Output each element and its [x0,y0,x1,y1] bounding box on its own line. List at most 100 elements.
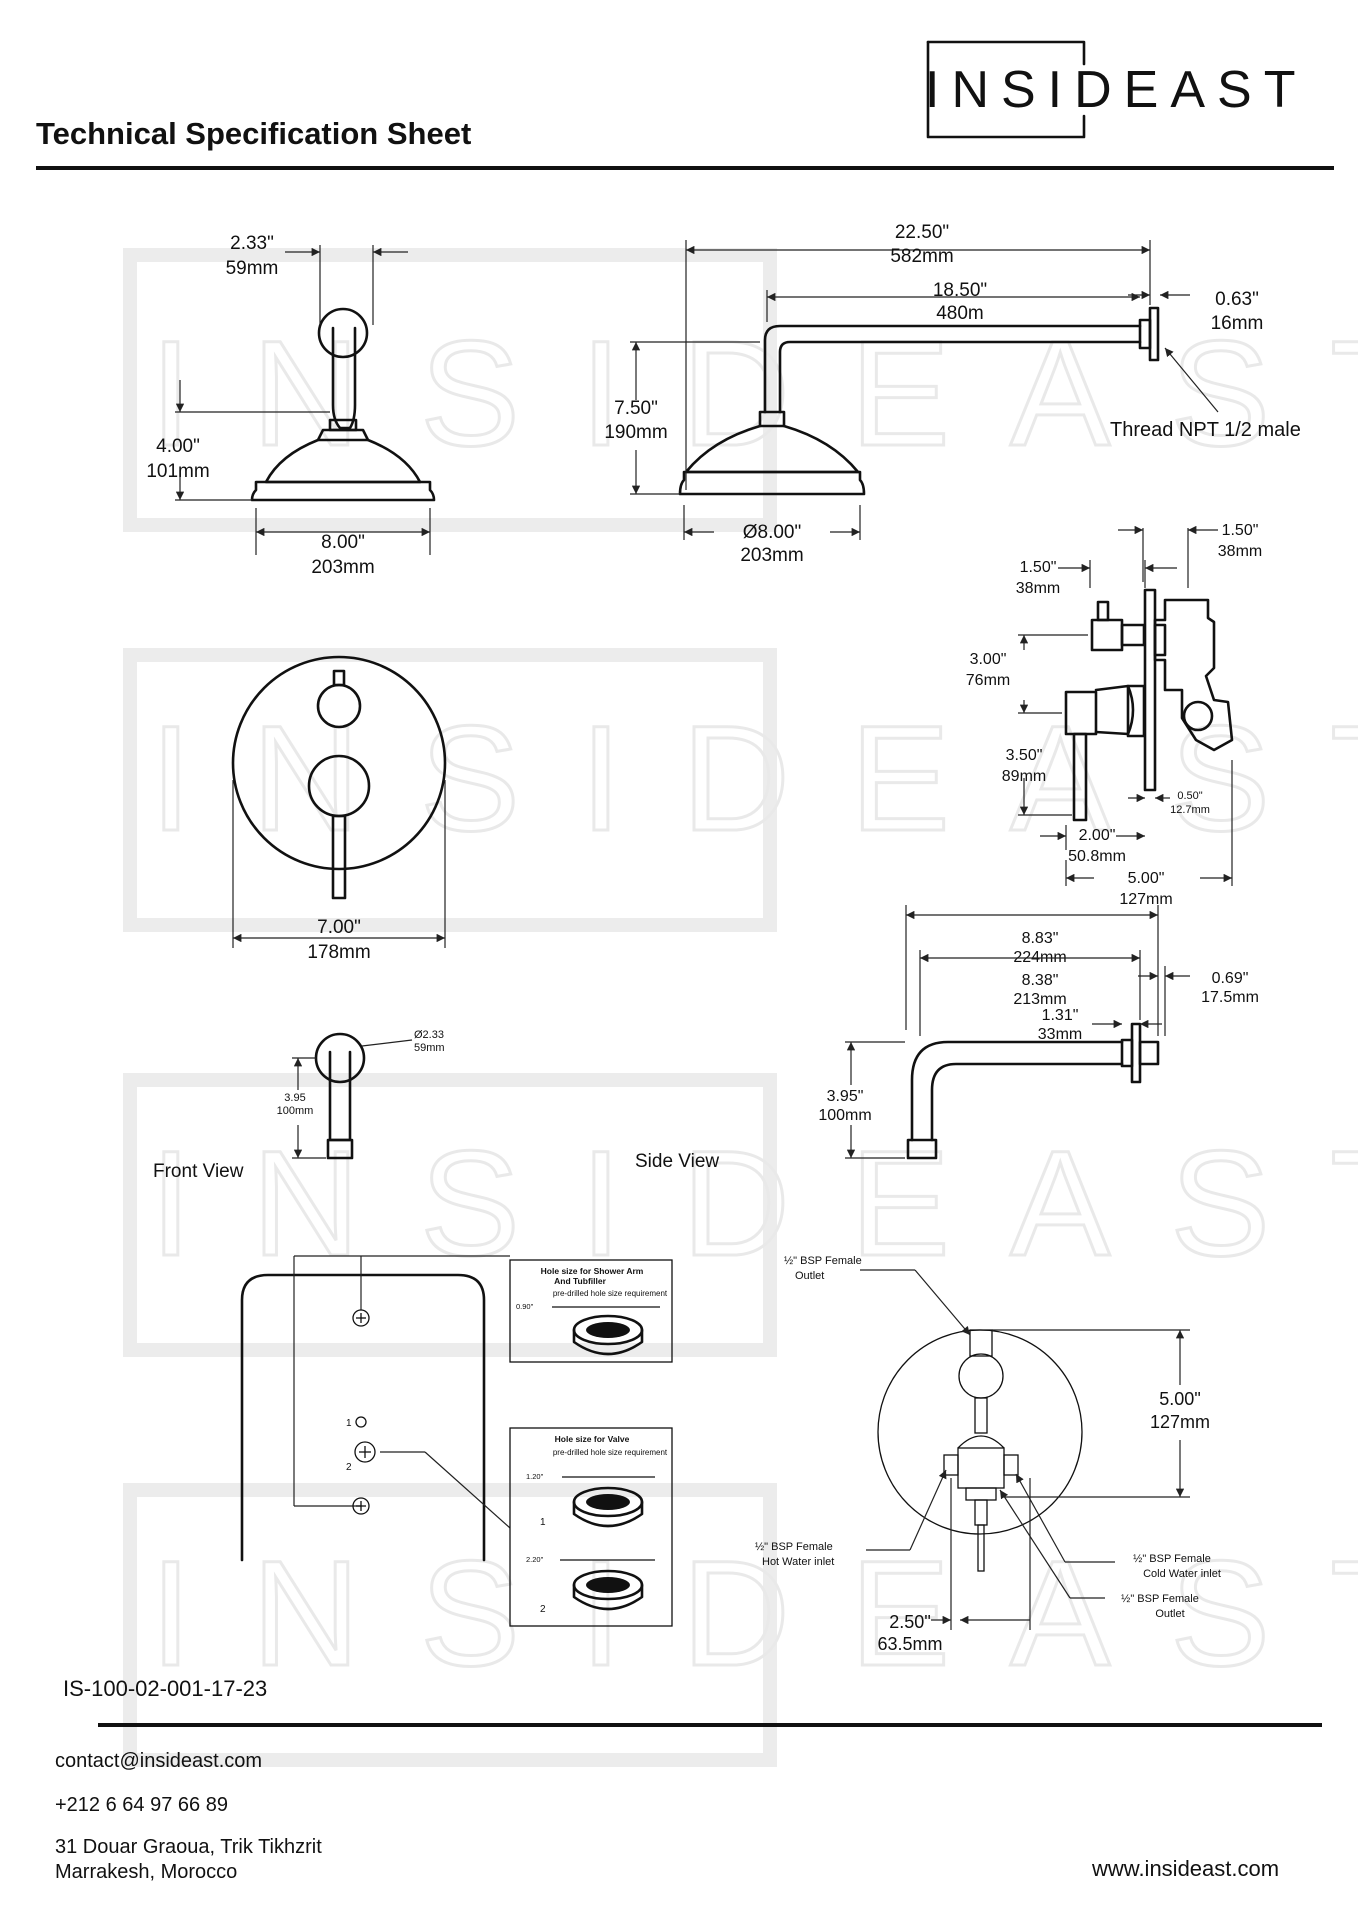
path-drawing-part [678,470,866,496]
showerhead-front-height-mm-label: 101mm [146,461,209,482]
installation-n1-label: 1 [540,1517,546,1528]
showerhead-side-total-mm-label: 582mm [890,246,953,267]
spout-side-h-mm-label: 100mm [818,1107,871,1124]
rough-in-h-mm-label: 127mm [1150,1412,1210,1432]
installation-n2-label: 2 [346,1462,352,1473]
installation-box2-size1-label: 1.20" [526,1472,544,1481]
circle-drawing-part [958,1353,1004,1399]
valve-trim-front-view: 7.00" 178mm [231,655,447,963]
showerhead-side-thread-label: Thread NPT 1/2 male [1110,419,1301,441]
line-drawing-part [914,1269,971,1336]
spout-side-total-in-label: 8.83" [1022,930,1059,947]
path-drawing-part [331,326,357,430]
valve-side-plate-mm-label: 12.7mm [1170,804,1210,816]
line-drawing-part [999,1489,1071,1599]
line-drawing-part [909,1469,947,1551]
rect-drawing-part [906,1138,938,1160]
valve-side-top-mm-label: 38mm [1016,580,1060,597]
tub-spout-side-view: 8.83" 224mm 8.38" 213mm 0.69" 17.5mm 1.3… [635,905,1259,1172]
installation-box1-title1-label: Hole size for Shower Arm [541,1266,644,1276]
installation-box2-size2-label: 2.20" [526,1555,544,1564]
valve-side-w2-mm-label: 127mm [1119,891,1172,908]
path-drawing-part [572,1500,644,1528]
rect-drawing-part [969,1329,993,1357]
footer-website[interactable]: www.insideast.com [1092,1856,1280,1881]
circle-drawing-part [231,655,447,871]
showerhead-front-diam-in-label: 8.00" [321,532,365,553]
path-drawing-part [250,480,436,502]
valve-side-right-mm-label: 38mm [1218,543,1262,560]
installation-n1-label: 1 [346,1418,352,1429]
installation-box1-sub-label: pre-drilled hole size requirement [553,1289,668,1298]
side-view-label: Side View [635,1151,719,1172]
path-drawing-part [572,1583,644,1611]
rect-drawing-part [123,248,777,532]
watermark-1: INSIDEAST [123,248,1358,532]
installation-layout: 1 2 Hole size for Shower Arm And Tubfill… [240,1255,673,1627]
showerhead-front-height-in-label: 4.00" [156,436,200,457]
valve-front-diam-in-label: 7.00" [317,917,361,938]
rough-in-h-in-label: 5.00" [1159,1389,1200,1409]
rect-drawing-part [331,814,347,900]
rect-drawing-part [977,1524,985,1572]
circle-drawing-part [354,1441,376,1463]
circle-drawing-part [1182,700,1214,732]
ellipse-drawing-part [586,1494,630,1510]
circle-drawing-part [352,1309,370,1327]
showerhead-side-diam-mm-label: 203mm [740,545,803,566]
rough-in-outlet-bot1-label: ½" BSP Female [1121,1593,1199,1605]
ellipse-drawing-part [586,1322,630,1338]
ellipse-drawing-part [586,1577,630,1593]
watermark-2: INSIDEAST [123,648,1358,932]
footer-phone[interactable]: +212 6 64 97 66 89 [55,1794,228,1816]
path-drawing-part [1153,598,1234,752]
showerhead-side-flange-mm-label: 16mm [1211,313,1264,334]
rect-drawing-part [1148,306,1160,362]
tub-spout-front-view: Ø2.33 59mm 3.95 100mm Front View [153,1029,445,1182]
valve-side-w1-mm-label: 50.8mm [1068,848,1126,865]
valve-front-diam-mm-label: 178mm [307,942,370,963]
rough-in-outlet-top1-label: ½" BSP Female [784,1255,862,1267]
showerhead-side-flange-in-label: 0.63" [1215,289,1259,310]
valve-side-plate-in-label: 0.50" [1177,790,1202,802]
rect-drawing-part [123,1073,777,1357]
watermark-3: INSIDEAST [123,1073,1358,1357]
circle-drawing-part [317,307,369,359]
valve-side-w1-in-label: 2.00" [1079,827,1116,844]
spout-front-flange-label: Ø2.33 [414,1029,444,1041]
spout-front-h-in-label: 3.95 [284,1092,305,1104]
spout-side-reach-mm-label: 33mm [1038,1026,1082,1043]
spout-side-arm-mm-label: 213mm [1013,991,1066,1008]
watermark-label: INSIDEAST [150,309,1358,477]
rect-drawing-part [758,410,786,428]
valve-side-h1-in-label: 3.00" [970,651,1007,668]
line-drawing-part [361,1039,413,1047]
rect-drawing-part [326,1138,354,1160]
path-drawing-part [240,1273,486,1562]
path-drawing-part [930,1062,1124,1142]
showerhead-side-drop-in-label: 7.50" [614,398,658,419]
showerhead-front-flange-in-label: 2.33" [230,233,274,254]
spout-front-flange-mm-label: 59mm [414,1042,445,1054]
installation-n2-label: 2 [540,1604,546,1615]
path-drawing-part [926,40,1086,66]
spout-side-h-in-label: 3.95" [827,1088,864,1105]
spout-side-reach-in-label: 1.31" [1042,1007,1079,1024]
footer-address-line2: Marrakesh, Morocco [55,1861,238,1883]
rect-drawing-part [1138,1040,1160,1066]
line-drawing-part [424,1451,511,1529]
rough-in-w-mm-label: 63.5mm [877,1634,942,1654]
product-code: IS-100-02-001-17-23 [63,1676,267,1701]
rect-drawing-part [1003,1454,1019,1476]
rect-drawing-part [943,1454,959,1476]
showerhead-front-view: 2.33" 59mm 4.00" 101mm 8.00" 203mm [146,233,436,578]
rough-in-outlet-bot2-label: Outlet [1155,1608,1184,1620]
valve-side-view: 1.50" 38mm 1.50" 38mm 3.00" 76mm 3.50" 8… [966,522,1262,908]
valve-side-w2-in-label: 5.00" [1128,870,1165,887]
rough-in-hot1-label: ½" BSP Female [755,1541,833,1553]
showerhead-side-drop-mm-label: 190mm [604,422,667,443]
footer-email[interactable]: contact@insideast.com [55,1750,263,1772]
path-drawing-part [926,40,1086,139]
showerhead-front-diam-mm-label: 203mm [311,557,374,578]
watermark-label: INSIDEAST [150,1529,1358,1697]
